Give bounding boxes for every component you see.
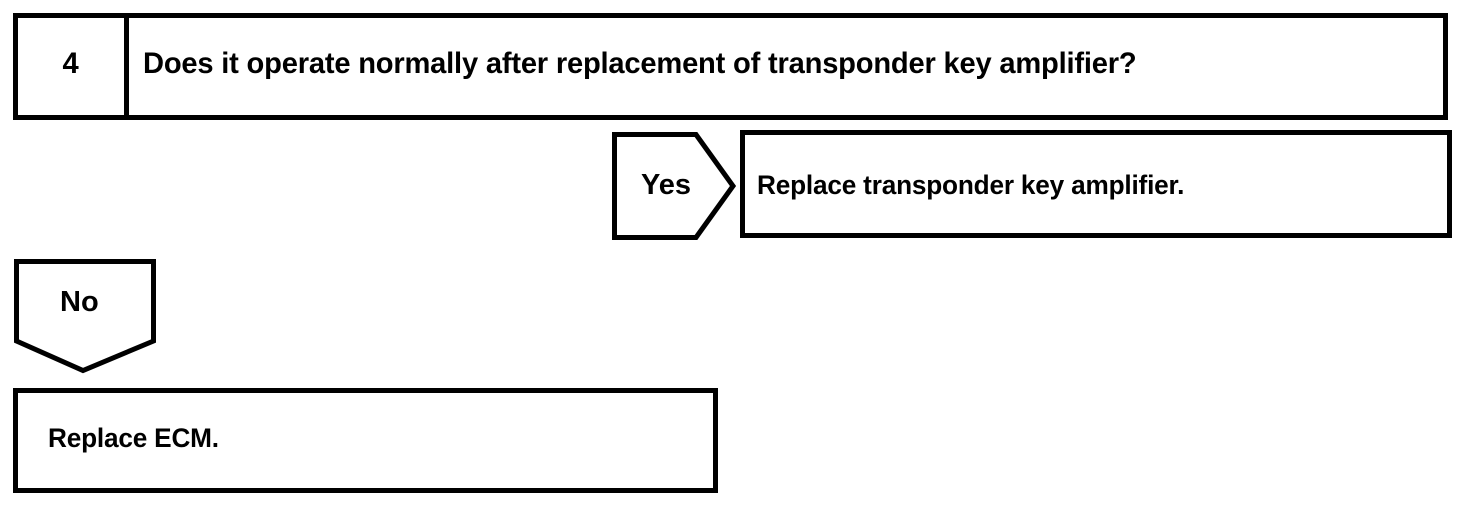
yes-branch-arrow: [610, 130, 736, 242]
no-branch-arrow: [12, 257, 158, 375]
yes-action-box: [740, 130, 1452, 238]
question-step-box: [13, 13, 1448, 120]
yes-branch-label: Yes: [641, 169, 691, 201]
question-box-divider: [124, 17, 129, 116]
no-action-box: [13, 388, 718, 493]
step-number: 4: [62, 47, 79, 80]
no-branch-label: No: [60, 286, 99, 318]
no-action-text: Replace ECM.: [48, 423, 219, 453]
question-text: Does it operate normally after replaceme…: [143, 47, 1137, 80]
yes-action-text: Replace transponder key amplifier.: [757, 170, 1185, 200]
